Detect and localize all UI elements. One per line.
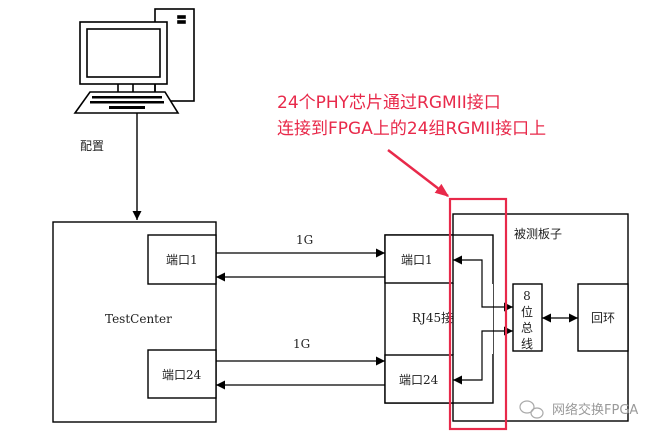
rgmii-highlight-box — [448, 197, 508, 431]
testcenter-port-24-box — [147, 349, 217, 399]
loopback-box — [577, 283, 629, 352]
dut-board-label: 被测板子 — [514, 227, 562, 241]
desktop-computer-icon — [73, 8, 195, 114]
rj45-label: RJ45接口 — [412, 310, 465, 325]
watermark-text: 网络交换FPGA — [552, 402, 638, 418]
loopback-label: 回环 — [591, 311, 615, 325]
link-top-speed: 1G — [296, 233, 313, 247]
rj45-port-24-box — [384, 354, 454, 404]
testcenter-port-24-label: 端口24 — [162, 368, 202, 382]
testcenter-box — [52, 221, 217, 423]
port1-bus-connection — [453, 255, 513, 312]
testcenter-port-1-label: 端口1 — [166, 253, 198, 267]
port24-bus-connection — [453, 326, 513, 385]
rj45-port-24-label: 端口24 — [399, 373, 439, 387]
wechat-icon — [519, 400, 544, 419]
bus-char-3: 总 — [521, 321, 533, 335]
annotation-line-2: 连接到FPGA上的24组RGMII接口上 — [277, 119, 546, 139]
rj45-port-1-box — [384, 234, 454, 284]
annotation-arrow — [387, 149, 450, 197]
annotation-line-1: 24个PHY芯片通过RGMII接口 — [277, 93, 501, 113]
link-bottom-speed: 1G — [293, 337, 310, 351]
testcenter-label: TestCenter — [105, 312, 172, 326]
bus-char-1: 8 — [523, 289, 531, 303]
testcenter-port-1-box — [147, 234, 217, 285]
config-label: 配置 — [80, 139, 104, 153]
bus-char-4: 线 — [521, 337, 533, 351]
bus-char-2: 位 — [521, 304, 533, 319]
bus-8bit-box — [512, 283, 543, 352]
rj45-port-1-label: 端口1 — [401, 253, 433, 267]
